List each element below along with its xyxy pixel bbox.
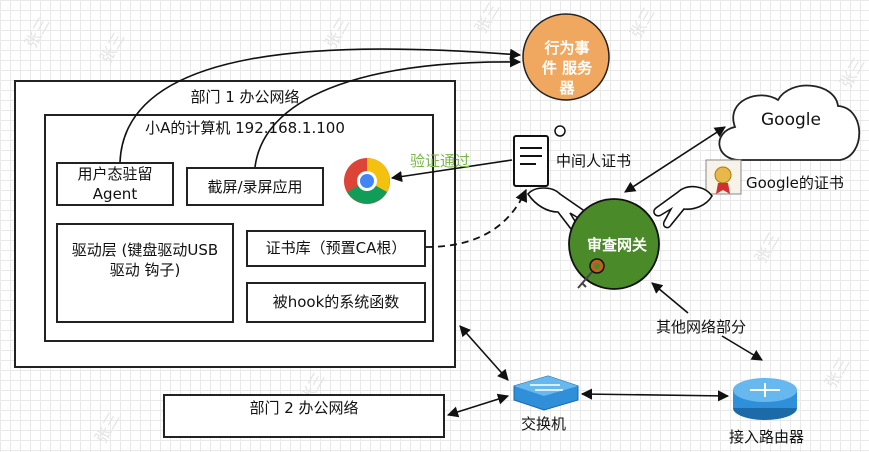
other-network-label: 其他网络部分 xyxy=(656,318,747,336)
dept2-network-box xyxy=(163,394,445,438)
hooked-funcs-box xyxy=(246,282,426,323)
switch-router-arrow xyxy=(580,388,730,402)
dept2-switch-arrow xyxy=(446,393,510,418)
event-server-label: 行为事件 服务器 xyxy=(541,39,593,97)
chrome-icon xyxy=(344,158,390,204)
google-cert-label: Google的证书 xyxy=(746,174,844,192)
computer-title: 小A的计算机 192.168.1.100 xyxy=(145,119,345,137)
verify-pass-label: 验证通过 xyxy=(410,152,471,170)
driver-label: 驱动层 (键盘驱动USB驱动 钩子) xyxy=(71,241,219,279)
screen-app-box xyxy=(186,167,324,206)
hooked-funcs-label: 被hook的系统函数 xyxy=(272,293,400,311)
dept1-title: 部门 1 办公网络 xyxy=(190,88,300,106)
audit-gateway-label: 审查网关 xyxy=(587,236,648,254)
router-label: 接入路由器 xyxy=(729,428,805,446)
router-icon xyxy=(733,378,797,420)
agent-label: 用户态驻留 Agent xyxy=(77,165,153,203)
app-to-server-arrow xyxy=(254,56,522,168)
driver-box xyxy=(56,223,234,323)
agent-box xyxy=(56,162,174,206)
mitm-cert-icon xyxy=(513,125,566,187)
other-router-arrow xyxy=(721,335,763,361)
gateway-google-arrow xyxy=(624,126,726,193)
key-icon xyxy=(577,258,605,289)
dept2-title: 部门 2 办公网络 xyxy=(249,399,359,417)
mitm-cert-label: 中间人证书 xyxy=(556,152,632,170)
cert-store-box xyxy=(246,230,426,267)
cert-store-label: 证书库（预置CA根） xyxy=(265,239,407,257)
event-server-node xyxy=(522,13,610,101)
cert-to-chrome-arrow xyxy=(390,159,513,183)
google-cert-icon xyxy=(705,159,742,195)
dept1-switch-arrow xyxy=(459,325,509,381)
switch-icon xyxy=(513,375,579,411)
certstore-to-mitm-dashed xyxy=(425,188,528,248)
google-label: Google xyxy=(761,110,821,130)
right-hand-icon xyxy=(653,185,713,229)
gateway-other-arrow xyxy=(651,282,689,314)
switch-label: 交换机 xyxy=(521,415,567,433)
screen-app-label: 截屏/录屏应用 xyxy=(207,178,303,196)
agent-to-server-arrow xyxy=(119,48,522,163)
left-hand-icon xyxy=(526,187,589,233)
